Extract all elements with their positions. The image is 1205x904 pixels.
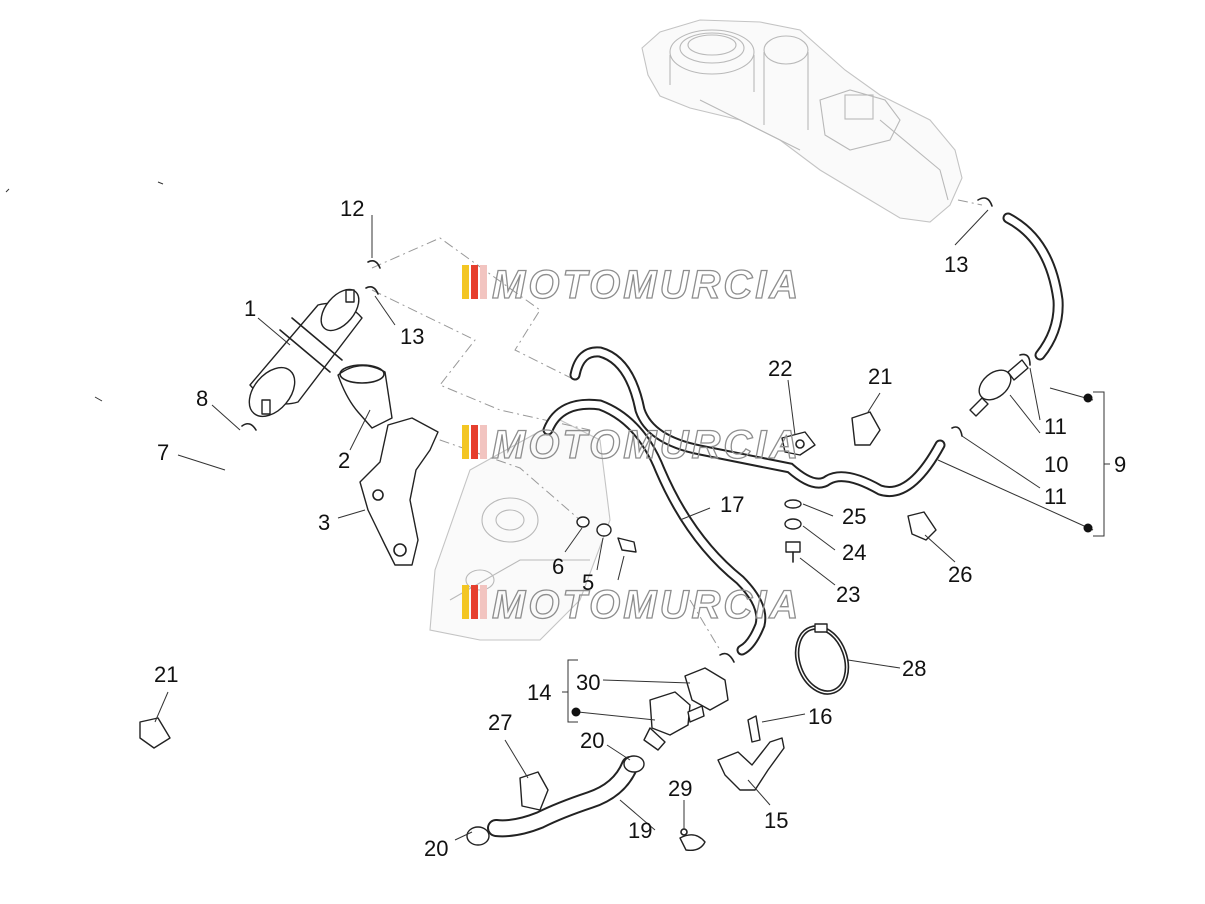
watermark-text: MOTOMURCIA bbox=[492, 423, 801, 467]
callout-13-left: 13 bbox=[400, 324, 424, 349]
group-brackets bbox=[562, 391, 1110, 723]
small-hardware bbox=[781, 411, 937, 563]
hose-19 bbox=[487, 756, 639, 838]
watermark-text: MOTOMURCIA bbox=[492, 583, 801, 627]
callout-11-upper: 11 bbox=[1044, 414, 1067, 439]
watermark-stripe bbox=[471, 425, 478, 459]
callout-3: 3 bbox=[318, 510, 330, 535]
callout-1: 1 bbox=[244, 296, 256, 321]
callout-30: 30 bbox=[576, 670, 600, 695]
callout-12: 12 bbox=[340, 196, 364, 221]
hose-clamps-20 bbox=[466, 755, 645, 846]
callout-5: 5 bbox=[582, 570, 594, 595]
callout-labels: 1 2 3 5 6 7 8 9 10 11 11 12 13 13 14 15 … bbox=[154, 196, 1126, 861]
callout-25: 25 bbox=[842, 504, 866, 529]
stray-mark bbox=[5, 188, 10, 193]
watermark-stripe bbox=[471, 585, 478, 619]
tank-vent-hose bbox=[1002, 212, 1064, 361]
callout-6: 6 bbox=[552, 554, 564, 579]
leader-lines bbox=[154, 209, 1094, 841]
stray-mark bbox=[157, 181, 164, 185]
callout-21-right: 21 bbox=[868, 364, 892, 389]
clamp-ring-28 bbox=[794, 623, 850, 695]
callout-24: 24 bbox=[842, 540, 866, 565]
canister bbox=[248, 288, 363, 418]
main-vent-hose bbox=[569, 346, 946, 497]
stray-mark bbox=[94, 396, 103, 402]
valve-10 bbox=[969, 359, 1029, 417]
watermark-stripe bbox=[480, 425, 487, 459]
callout-20-lower: 20 bbox=[424, 836, 448, 861]
watermark-3: MOTOMURCIA bbox=[462, 582, 801, 628]
callout-11-lower: 11 bbox=[1044, 484, 1067, 509]
watermark-text: MOTOMURCIA bbox=[492, 263, 801, 307]
callout-8: 8 bbox=[196, 386, 208, 411]
callout-23: 23 bbox=[836, 582, 860, 607]
callout-13-right: 13 bbox=[944, 252, 968, 277]
watermark-2: MOTOMURCIA bbox=[462, 422, 801, 468]
watermark-1: MOTOMURCIA bbox=[462, 262, 801, 308]
callout-21-left: 21 bbox=[154, 662, 178, 687]
purge-valve-14 bbox=[643, 667, 729, 751]
watermark-stripe bbox=[462, 585, 469, 619]
clip-27 bbox=[519, 771, 549, 811]
bolt-washers bbox=[576, 516, 637, 553]
callout-15: 15 bbox=[764, 808, 788, 833]
callout-28: 28 bbox=[902, 656, 926, 681]
callout-2: 2 bbox=[338, 448, 350, 473]
strap-band bbox=[337, 364, 393, 429]
fuel-tank-ghost bbox=[641, 19, 963, 223]
clips bbox=[241, 197, 1031, 663]
callout-27: 27 bbox=[488, 710, 512, 735]
hose-clip-21-left bbox=[139, 717, 171, 749]
clip-29 bbox=[679, 828, 706, 852]
watermark-stripe bbox=[462, 425, 469, 459]
watermark-stripe bbox=[480, 585, 487, 619]
callout-10: 10 bbox=[1044, 452, 1068, 477]
bracket-15 bbox=[717, 715, 785, 791]
callout-26: 26 bbox=[948, 562, 972, 587]
callout-29: 29 bbox=[668, 776, 692, 801]
watermark-stripe bbox=[480, 265, 487, 299]
callout-9: 9 bbox=[1114, 452, 1126, 477]
watermark-stripe bbox=[462, 265, 469, 299]
callout-20-upper: 20 bbox=[580, 728, 604, 753]
callout-14: 14 bbox=[527, 680, 551, 705]
callout-17: 17 bbox=[720, 492, 744, 517]
watermark-stripe bbox=[471, 265, 478, 299]
hose-7 bbox=[154, 432, 244, 881]
callout-7: 7 bbox=[157, 440, 169, 465]
callout-19: 19 bbox=[628, 818, 652, 843]
callout-22: 22 bbox=[768, 356, 792, 381]
callout-16: 16 bbox=[808, 704, 832, 729]
mounting-bracket bbox=[359, 417, 439, 566]
